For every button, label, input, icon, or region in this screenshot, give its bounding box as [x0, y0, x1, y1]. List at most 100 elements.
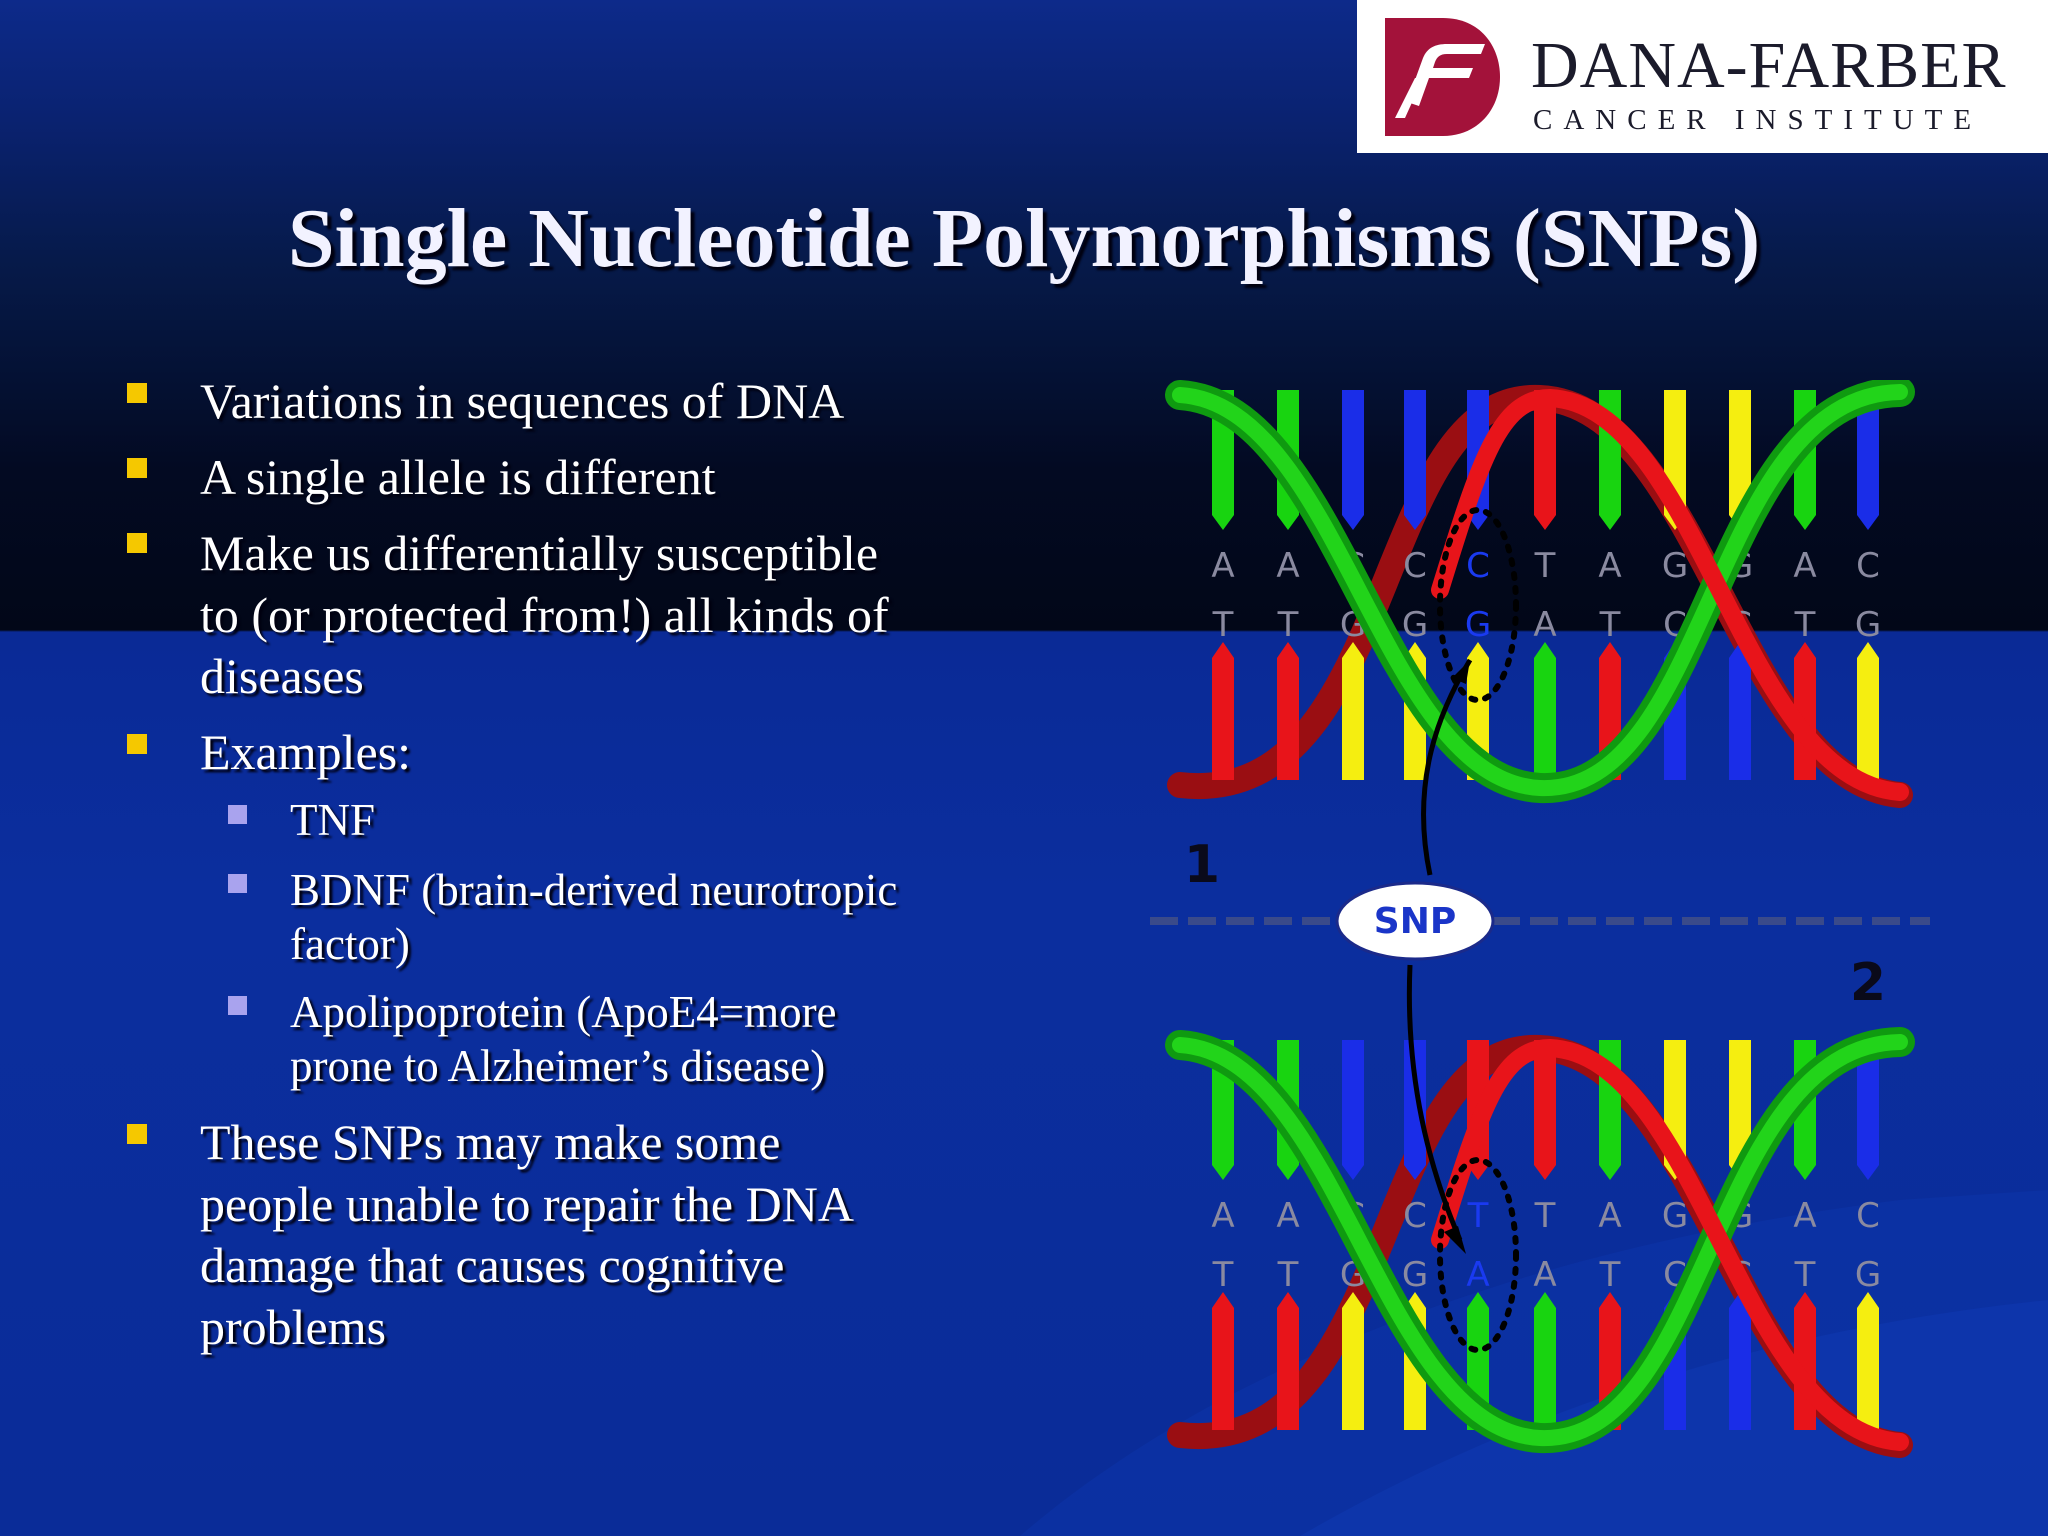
base-letter-bottom: A	[1533, 605, 1556, 645]
snp-arrow-down	[1406, 964, 1463, 1241]
base-letter-bottom: T	[1794, 605, 1816, 645]
base-letter-bottom: G	[1855, 605, 1881, 645]
base-letter-top: A	[1598, 1196, 1621, 1236]
base-bar-bottom	[1534, 642, 1556, 780]
logo-subtitle: CANCER INSTITUTE	[1533, 104, 1983, 136]
base-letter-top: C	[1856, 546, 1880, 586]
base-letter-top: A	[1276, 1196, 1299, 1236]
base-letter-bottom: T	[1277, 605, 1299, 645]
helix-green-highlight	[1172, 1034, 1908, 1447]
sub-bullet-item-line: factor)	[290, 919, 410, 969]
base-letter-bottom: G	[1402, 1255, 1428, 1295]
slide-title: Single Nucleotide Polymorphisms (SNPs)	[287, 192, 1761, 285]
base-letter-bottom: T	[1599, 605, 1621, 645]
base-letter-top: T	[1467, 1196, 1489, 1236]
strand-2-label: 2	[1850, 953, 1886, 1013]
base-bar-top	[1404, 390, 1426, 530]
base-letter-bottom: T	[1599, 1255, 1621, 1295]
bullet-marker	[127, 1124, 147, 1144]
base-letter-bottom: G	[1855, 1255, 1881, 1295]
base-letter-top: A	[1598, 546, 1621, 586]
sub-bullet-marker	[228, 805, 247, 824]
base-letter-top: T	[1534, 546, 1556, 586]
base-letter-top: A	[1211, 546, 1234, 586]
bullet-item: A single allele is different	[200, 449, 716, 505]
bullet-item-line: These SNPs may make some	[200, 1114, 781, 1170]
bullet-item-line: damage that causes cognitive	[200, 1237, 785, 1293]
bullet-marker	[127, 383, 147, 403]
base-bar-bottom	[1277, 1292, 1299, 1430]
base-letter-top: G	[1662, 1196, 1688, 1236]
sub-bullet-item-line: BDNF (brain-derived neurotropic	[290, 865, 898, 915]
base-bar-top	[1857, 1040, 1879, 1180]
base-bar-bottom	[1729, 1292, 1751, 1430]
base-bar-top	[1342, 390, 1364, 530]
snp-label-oval	[1335, 881, 1495, 961]
base-bar-bottom	[1212, 1292, 1234, 1430]
base-letter-bottom: T	[1277, 1255, 1299, 1295]
snp-arrow-down-head	[1444, 1226, 1466, 1254]
base-letter-bottom: T	[1794, 1255, 1816, 1295]
base-letter-top: G	[1662, 546, 1688, 586]
base-bar-top	[1534, 1040, 1556, 1180]
bullet-item-line: Make us differentially susceptible	[200, 525, 879, 581]
helix-red-strand	[1431, 388, 1909, 801]
base-letter-bottom: A	[1533, 1255, 1556, 1295]
bullet-item: Examples:	[200, 724, 412, 780]
base-letter-top: C	[1466, 546, 1490, 586]
base-bar-bottom	[1342, 1292, 1364, 1430]
sub-bullet-marker	[228, 874, 247, 893]
bullet-item: Variations in sequences of DNA	[200, 373, 845, 429]
base-bar-bottom	[1534, 1292, 1556, 1430]
bullet-marker	[127, 533, 147, 553]
base-letter-bottom: G	[1402, 605, 1428, 645]
snp-arrow-up-head	[1452, 660, 1470, 684]
snp-dna-diagram: ATATCGCGCGTAATGCGCATCGATATCGCGTATAATGCGC…	[1150, 380, 1930, 1458]
base-letter-top: A	[1793, 546, 1816, 586]
base-letter-top: A	[1276, 546, 1299, 586]
base-bar-top	[1857, 390, 1879, 530]
strand-1-label: 1	[1184, 835, 1220, 895]
base-letter-bottom: T	[1212, 605, 1234, 645]
base-bar-top	[1342, 1040, 1364, 1180]
base-bar-bottom	[1729, 642, 1751, 780]
base-letter-bottom: A	[1466, 1255, 1489, 1295]
bullet-list: Variations in sequences of DNA A single …	[0, 0, 1000, 1536]
bullet-item-line: people unable to repair the DNA	[200, 1176, 854, 1232]
sub-bullet-item-line: Apolipoprotein (ApoE4=more	[290, 987, 837, 1037]
base-letter-top: C	[1856, 1196, 1880, 1236]
base-bar-top	[1404, 1040, 1426, 1180]
base-bar-bottom	[1857, 642, 1879, 780]
base-bar-bottom	[1857, 1292, 1879, 1430]
base-bar-bottom	[1342, 642, 1364, 780]
base-bar-top	[1534, 390, 1556, 530]
base-letter-top: A	[1211, 1196, 1234, 1236]
base-letter-top: T	[1534, 1196, 1556, 1236]
base-letter-top: A	[1793, 1196, 1816, 1236]
bullet-marker	[127, 458, 147, 478]
sub-bullet-item-line: prone to Alzheimer’s disease)	[290, 1041, 826, 1091]
snp-highlight-ellipse	[1437, 1157, 1519, 1353]
bullet-item-line: problems	[200, 1299, 387, 1355]
dana-farber-logo-mark-icon	[1385, 18, 1500, 136]
base-letter-top: C	[1403, 546, 1427, 586]
base-letter-bottom: G	[1465, 605, 1491, 645]
base-letter-bottom: T	[1212, 1255, 1234, 1295]
logo-name: DANA-FARBER	[1531, 29, 2007, 102]
base-bar-bottom	[1212, 642, 1234, 780]
sub-bullet-item: TNF	[290, 795, 376, 845]
helix-red-strand	[1431, 1038, 1909, 1451]
bullet-marker	[127, 734, 147, 754]
helix-green-highlight	[1172, 384, 1908, 797]
base-bar-bottom	[1277, 642, 1299, 780]
dana-farber-logo: DANA-FARBER CANCER INSTITUTE	[1357, 0, 2048, 153]
snp-label: SNP	[1374, 901, 1456, 942]
bullet-item-line: to (or protected from!) all kinds of	[200, 587, 889, 643]
bullet-item-line: diseases	[200, 648, 364, 704]
snp-highlight-ellipse	[1437, 507, 1519, 703]
base-letter-top: C	[1403, 1196, 1427, 1236]
sub-bullet-marker	[228, 996, 247, 1015]
